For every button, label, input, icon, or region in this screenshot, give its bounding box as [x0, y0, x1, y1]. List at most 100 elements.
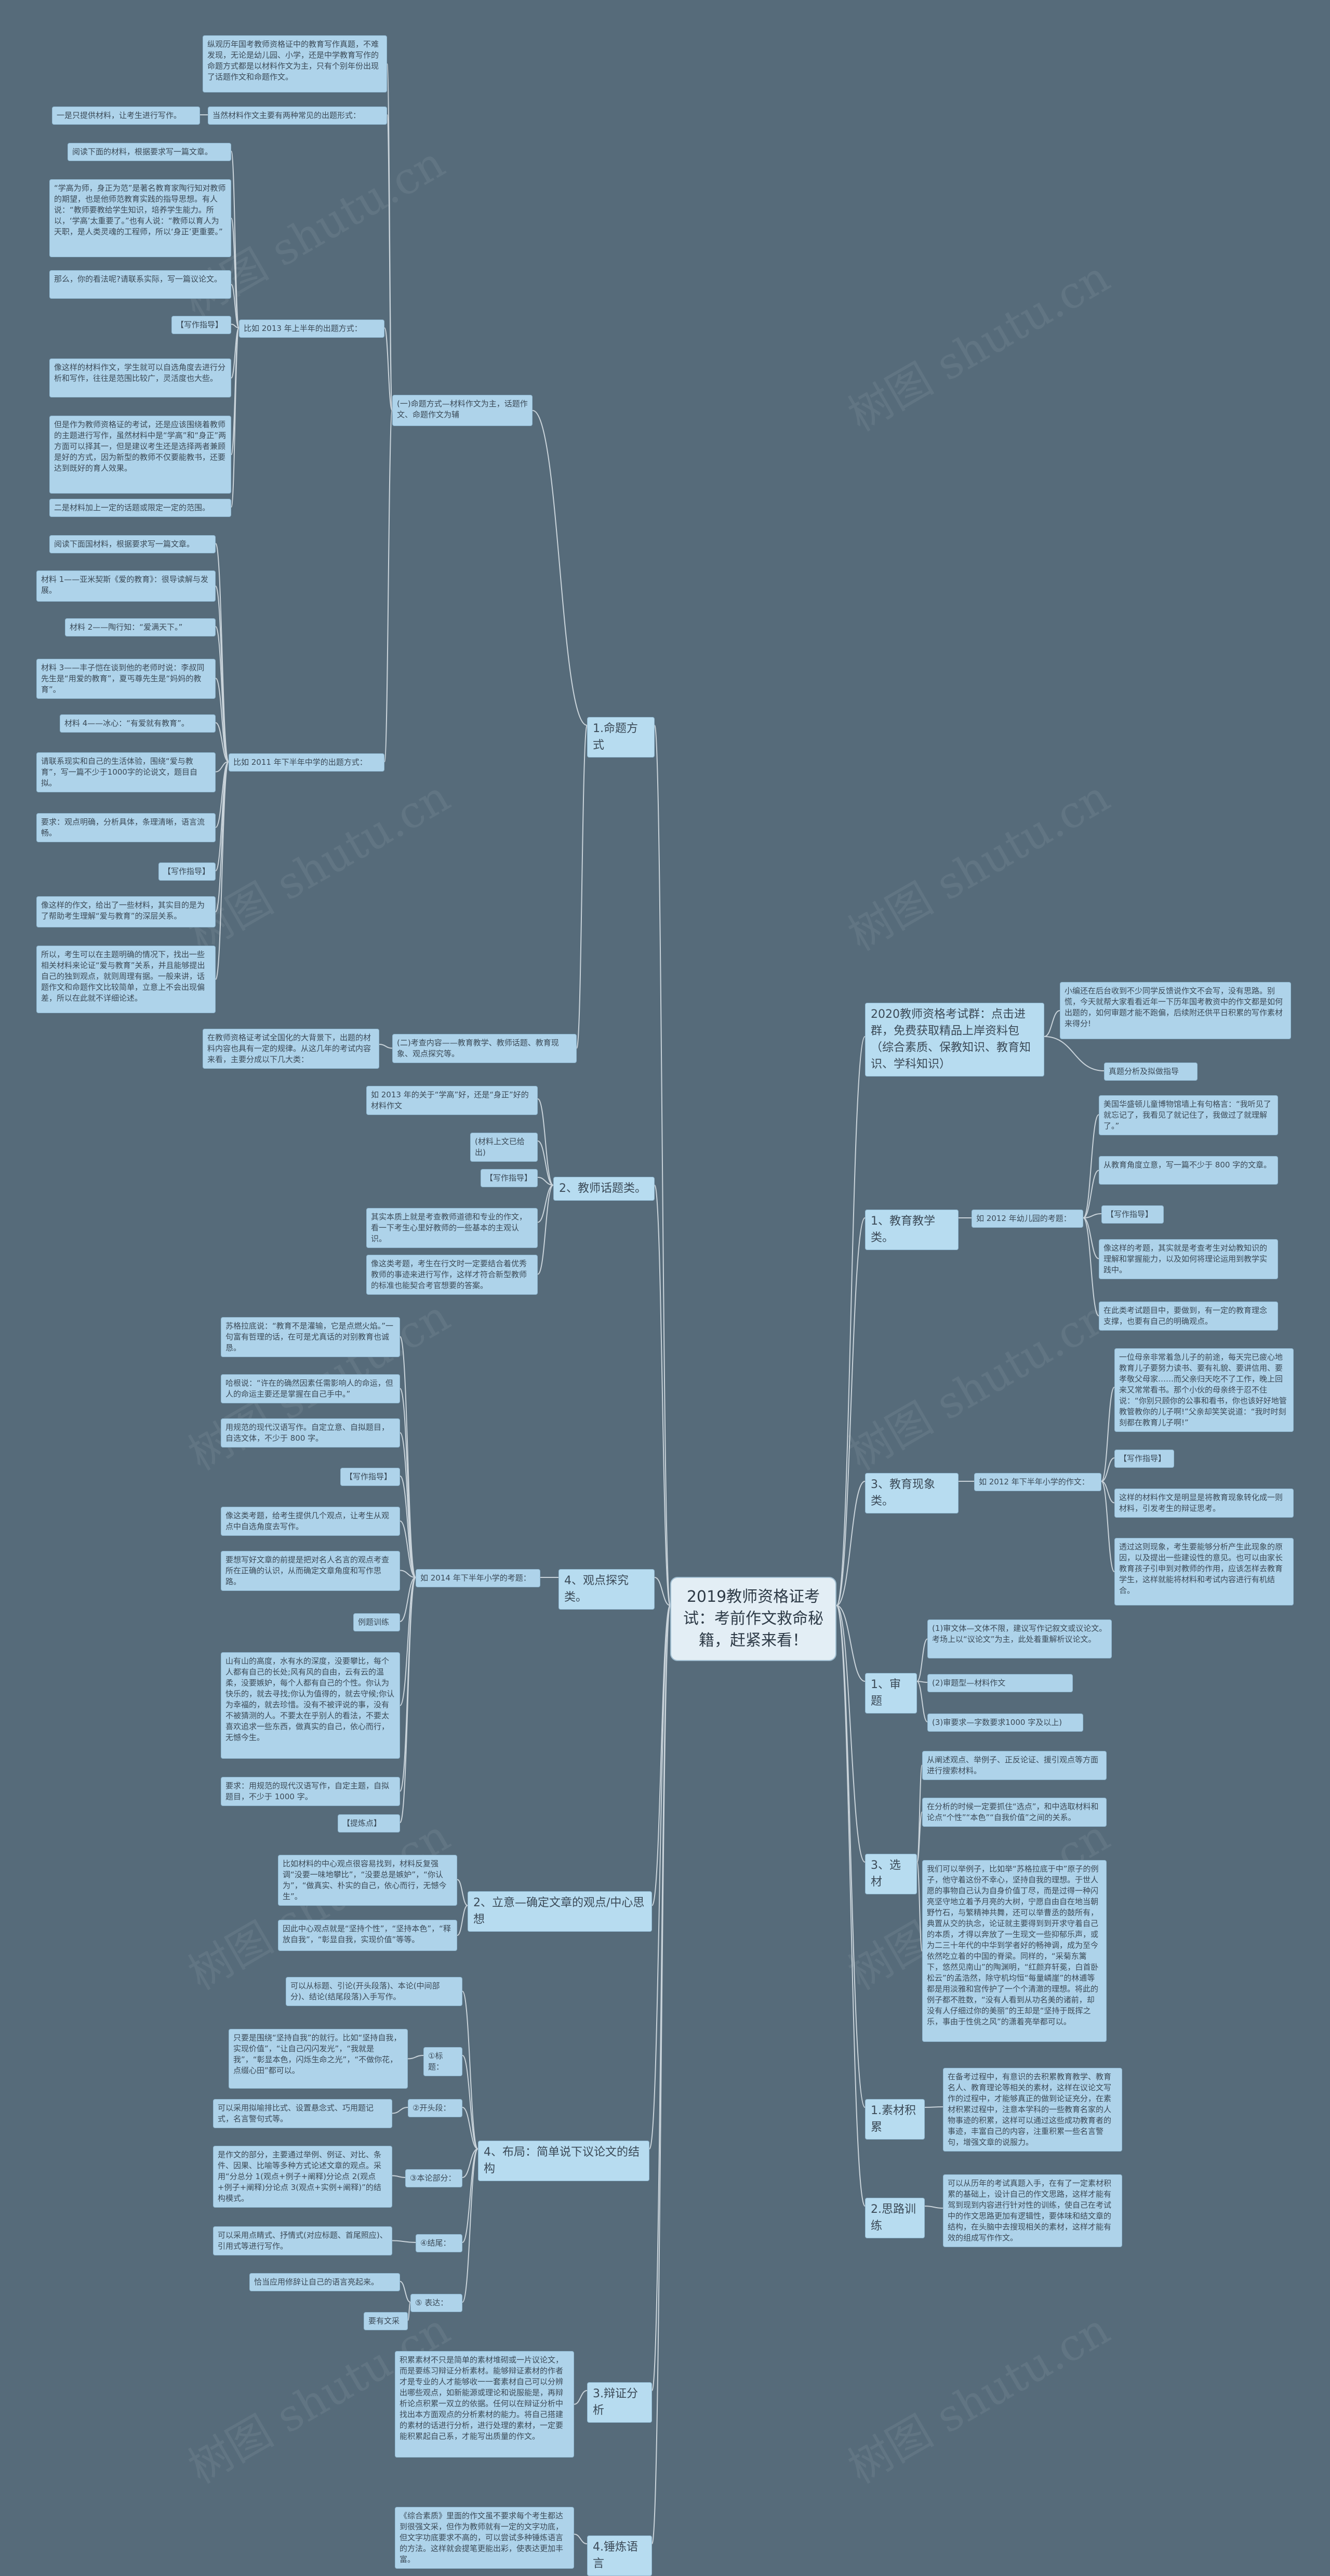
connector-L4a-L4a4 — [400, 1476, 416, 1578]
topic-node-l1a3g[interactable]: 要求：观点明确，分析具体，条理清晰，语言流畅。 — [36, 813, 216, 842]
topic-node-l8a[interactable]: 《综合素质》里面的作文虽不要求每个考生都达到很强文采，但作为教师就有一定的文字功… — [395, 2507, 574, 2569]
topic-node-l4a4[interactable]: 【写作指导】 — [340, 1468, 400, 1486]
topic-node-r1a[interactable]: 如 2012 年幼儿园的考题： — [972, 1210, 1083, 1228]
topic-node-l1a2e[interactable]: 像这样的材料作文，学生就可以自选角度去进行分析和写作，往往是范围比较广，灵活度也… — [49, 358, 231, 397]
topic-node-r4a[interactable]: (1)审文体—文体不限，建议写作记叙文或议论文。考场上以“议论文”为主，此处着重… — [927, 1619, 1112, 1658]
topic-node-l1a[interactable]: (一)命题方式—材料作文为主，话题作文、命题作文为辅 — [392, 395, 533, 426]
connector-L1a3-L1a3j — [215, 761, 229, 980]
branch-topic-r0[interactable]: 2020教师资格考试群：点击进群，免费获取精品上岸资料包（综合素质、保教知识、教… — [865, 1003, 1044, 1077]
topic-node-l6d[interactable]: ③本论部分： — [405, 2169, 462, 2187]
topic-node-l1a2f[interactable]: 但是作为教师资格证的考试，还是应该围绕着教师的主题进行写作，虽然材料中是“学高”… — [49, 416, 231, 494]
branch-topic-r4[interactable]: 1、审题 — [865, 1673, 917, 1714]
topic-node-l2b[interactable]: (材料上文已给出) — [470, 1133, 538, 1162]
connector-L1a3-L1a3f — [215, 761, 229, 773]
topic-node-r4b[interactable]: (2)审题型—材料作文 — [927, 1674, 1073, 1692]
topic-node-l2c[interactable]: 【写作指导】 — [481, 1169, 538, 1187]
topic-node-l1a3j[interactable]: 所以，考生可以在主题明确的情况下，找出一些相关材料来论证“爱与教育”关系，并且能… — [36, 946, 216, 1013]
topic-node-l4a10[interactable]: 【提炼点】 — [338, 1814, 400, 1833]
topic-node-l6c1[interactable]: 可以采用拟喻排比式、设置悬念式、巧用题记式，名言警句式等。 — [213, 2099, 392, 2128]
topic-node-l1a2d[interactable]: 【写作指导】 — [171, 316, 231, 334]
topic-node-l4a2[interactable]: 哈根说：“许在的确然因素任需影响人的命运，但人的命运主要还是掌握在自己手中。” — [221, 1374, 400, 1403]
topic-node-r1a5[interactable]: 在此类考试题目中，要做到，有一定的教育理念支撑，也要有自己的明确观点。 — [1099, 1302, 1278, 1331]
branch-topic-r7[interactable]: 2.思路训练 — [865, 2198, 925, 2238]
topic-node-r5b[interactable]: 在分析的时候一定要抓住“选点”，和中选取材料和论点“个性”“本色”“自我价值”之… — [922, 1798, 1107, 1827]
topic-node-r1a4[interactable]: 像这样的考题，其实就是考查考生对幼教知识的理解和掌握能力，以及如何将理论运用到教… — [1099, 1239, 1278, 1279]
branch-topic-r1[interactable]: 1、教育教学类。 — [865, 1210, 959, 1250]
topic-node-l1a1[interactable]: 当然材料作文主要有两种常见的出题形式： — [208, 107, 387, 125]
topic-node-l1a0[interactable]: 纵观历年国考教师资格证中的教育写作真题，不难发现，无论是幼儿园、小学，还是中学教… — [203, 35, 387, 92]
topic-node-l2e[interactable]: 像这类考题，考生在行文时一定要结合着优秀教师的事迹来进行写作，这样才符合新型教师… — [366, 1255, 538, 1295]
topic-node-r3a4[interactable]: 透过这则现象，考生要能够分析产生此现象的原因，以及提出一些建设性的意见。也可以由… — [1114, 1538, 1294, 1605]
topic-node-l4a1[interactable]: 苏格拉底说：“教育不是灌输，它是点燃火焰。”一句富有哲理的话，在可是尤真话的对别… — [221, 1317, 400, 1357]
topic-node-r1a3[interactable]: 【写作指导】 — [1101, 1205, 1164, 1224]
topic-node-l1a2g[interactable]: 二是材料加上一定的话题或限定一定的范围。 — [49, 499, 231, 517]
topic-node-r3a[interactable]: 如 2012 年下半年小学的作文： — [974, 1473, 1101, 1491]
topic-node-l4a3[interactable]: 用规范的现代汉语写作。自定立意、自拟题目，自选文体，不少于 800 字。 — [221, 1418, 400, 1448]
topic-node-r3a2[interactable]: 【写作指导】 — [1114, 1450, 1174, 1468]
topic-node-r0b[interactable]: 真题分析及拟做指导 — [1104, 1063, 1198, 1081]
branch-topic-l4[interactable]: 4、观点探究类。 — [558, 1569, 655, 1610]
topic-node-l5a[interactable]: 比如材料的中心观点很容易找到，材料反复强调“没要一味地攀比”，“没要总是嫉妒”，… — [278, 1855, 457, 1906]
topic-node-l7a[interactable]: 积累素材不只是简单的素材堆砌或一片议论文，而是要练习辩证分析素材。能够辩证素材的… — [395, 2351, 574, 2458]
topic-node-l1b0[interactable]: 在教师资格证考试全国化的大背景下，出题的材料内容也具有一定的规律。从这几年的考试… — [203, 1029, 379, 1069]
topic-node-l1a3b[interactable]: 材料 1——亚米契斯《爱的教育》：很导读解与发展。 — [36, 570, 216, 602]
branch-topic-r5[interactable]: 3、选材 — [865, 1854, 917, 1894]
topic-node-l6f[interactable]: ⑤ 表达： — [410, 2294, 462, 2312]
topic-node-l6a[interactable]: 可以从标题、引论(开头段落)、本论(中间部分)、结论(结尾段落)入手写作。 — [286, 1977, 462, 2006]
topic-node-r5c[interactable]: 我们可以举例子，比如举“苏格拉底于中”原子的例子，他守着这份不幸心，坚持自我的理… — [922, 1860, 1107, 2042]
topic-node-r5a[interactable]: 从阐述观点、举例子、正反论证、援引观点等方面进行搜索材料。 — [922, 1751, 1107, 1780]
topic-node-l1a1a[interactable]: 一是只提供材料，让考生进行写作。 — [52, 107, 200, 125]
root-topic[interactable]: 2019教师资格证考试：考前作文救命秘籍，赶紧来看！ — [670, 1577, 836, 1661]
topic-node-l5b[interactable]: 因此中心观点就是“坚持个性”，“坚持本色”，“释放自我”，“彰显自我，实现价值”… — [278, 1920, 457, 1951]
topic-node-l4a9[interactable]: 要求：用规范的现代汉语写作，自定主题，自拟题目，不少于 1000 字。 — [221, 1777, 400, 1806]
topic-node-l6d1[interactable]: 是作文的部分，主要通过举例、例证、对比、条件、因果、比喻等多种方式论述文章的观点… — [213, 2146, 392, 2208]
branch-topic-r6[interactable]: 1.素材积累 — [865, 2099, 925, 2140]
topic-node-l1a3c[interactable]: 材料 2——陶行知：“爱满天下。” — [65, 618, 216, 636]
topic-node-r3a3[interactable]: 这样的材料作文是明显是将教育现象转化成一则材料，引发考生的辩证思考。 — [1114, 1489, 1294, 1518]
topic-node-l6e[interactable]: ④结尾： — [416, 2234, 462, 2252]
topic-node-l1a3d[interactable]: 材料 3——丰子恺在谈到他的老师时说：李叔同先生是“用爱的教育”，夏丐尊先生是“… — [36, 659, 216, 699]
topic-node-l1a2c[interactable]: 那么，你的看法呢?请联系实际，写一篇议论文。 — [49, 270, 231, 299]
topic-node-l6b1[interactable]: 只要是围绕“坚持自我”的就行。比如“坚持自我，实现价值”，“让自己闪闪发光”，“… — [229, 2029, 408, 2089]
topic-node-l2a[interactable]: 如 2013 年的关于“学高”好，还是“身正”好的材料作文 — [366, 1086, 538, 1115]
topic-node-l1a3[interactable]: 比如 2011 年下半年中学的出题方式： — [229, 753, 384, 772]
connector-root-R1 — [836, 1217, 866, 1606]
topic-node-l6f1[interactable]: 恰当应用修辞让自己的语言亮起来。 — [249, 2273, 400, 2291]
connector-L6-L6d — [462, 2148, 478, 2178]
branch-topic-l7[interactable]: 3.辩证分析 — [587, 2382, 652, 2423]
topic-node-l1a3e[interactable]: 材料 4——冰心：“有爱就有教育”。 — [60, 714, 216, 733]
topic-node-l4a7[interactable]: 例题训练 — [353, 1613, 400, 1631]
topic-node-l6e1[interactable]: 可以采用点睛式、抒情式(对应标题、首尾照应)、引用式等进行写作。 — [213, 2226, 392, 2255]
topic-node-l1a3f[interactable]: 请联系现实和自己的生活体验，围绕“爱与教育”，写一篇不少于1000字的论说文，题… — [36, 752, 216, 792]
topic-node-l4a5[interactable]: 像这类考题，给考生提供几个观点，让考生从观点中自选角度去写作。 — [221, 1507, 400, 1536]
connector-R1a-R1a3 — [1083, 1213, 1102, 1218]
branch-topic-l1[interactable]: 1.命题方式 — [587, 717, 655, 758]
topic-node-l4a8[interactable]: 山有山的高度，水有水的深度，没要攀比，每个人都有自己的长处;风有风的自由，云有云… — [221, 1652, 400, 1759]
branch-topic-r3[interactable]: 3、教育现象类。 — [865, 1473, 959, 1513]
topic-node-r4c[interactable]: (3)审要求—字数要求1000 字及以上) — [927, 1714, 1083, 1732]
connector-L6c-L6c1 — [392, 2107, 408, 2114]
topic-node-l1a2[interactable]: 比如 2013 年上半年的出题方式： — [239, 320, 384, 338]
topic-node-r1a1[interactable]: 美国华盛顿儿童博物馆墙上有句格言：“我听见了就忘记了，我看见了就记住了，我做过了… — [1099, 1095, 1278, 1135]
branch-topic-l6[interactable]: 4、布局：简单说下议论文的结构 — [478, 2141, 649, 2181]
branch-topic-l5[interactable]: 2、立意—确定文章的观点/中心思想 — [468, 1891, 652, 1932]
topic-node-l6f2[interactable]: 要有文采 — [364, 2312, 408, 2330]
topic-node-r6a[interactable]: 在备考过程中，有意识的去积累教育教学、教育名人、教育理论等相关的素材，这样在议论… — [943, 2068, 1122, 2152]
branch-topic-l2[interactable]: 2、教师话题类。 — [553, 1177, 655, 1201]
topic-node-l4a[interactable]: 如 2014 年下半年小学的考题： — [416, 1569, 540, 1587]
topic-node-r1a2[interactable]: 从教育角度立意，写一篇不少于 800 字的文章。 — [1099, 1156, 1278, 1185]
topic-node-l1a3i[interactable]: 像这样的作文，给出了一些材料，其实目的是为了帮助考生理解“爱与教育”的深层关系。 — [36, 896, 216, 927]
topic-node-l4a6[interactable]: 要想写好文章的前提是把对名人名言的观点考查所在正确的认识，从而确定文章角度和写作… — [221, 1551, 400, 1591]
topic-node-r0a[interactable]: 小编还在后台收到不少同学反馈说作文不会写，没有思路。别慌，今天就帮大家看看近年一… — [1060, 982, 1291, 1039]
topic-node-l1a2b[interactable]: “学高为师，身正为范”是著名教育家陶行知对教师的期望，也是他师范教育实践的指导思… — [49, 179, 231, 257]
topic-node-l2d[interactable]: 其实本质上就是考查教师道德和专业的作文，看一下考生心里好教师的一些基本的主观认识… — [366, 1208, 538, 1248]
topic-node-l6c[interactable]: ②开头段： — [408, 2099, 462, 2117]
topic-node-r3a1[interactable]: 一位母亲非常着急儿子的前途，每天完已疲心地教育儿子要努力读书、要有礼貌、要讲信用… — [1114, 1348, 1294, 1432]
topic-node-l1a3a[interactable]: 阅读下面国材料，根据要求写一篇文章。 — [49, 535, 216, 553]
topic-node-l1a3h[interactable]: 【写作指导】 — [158, 862, 216, 881]
topic-node-l1a2a[interactable]: 阅读下面的材料，根据要求写一篇文章。 — [68, 143, 231, 161]
topic-node-l6b[interactable]: ①标题： — [423, 2047, 462, 2076]
topic-node-r7a[interactable]: 可以从历年的考试真题入手，在有了一定素材积累的基础上，设计自己的作文思路，这样才… — [943, 2174, 1122, 2247]
topic-node-l1b[interactable]: (二)考查内容——教育教学、教师话题、教育现象、观点探究等。 — [392, 1034, 577, 1063]
branch-topic-l8[interactable]: 4.锤炼语言 — [587, 2535, 652, 2576]
